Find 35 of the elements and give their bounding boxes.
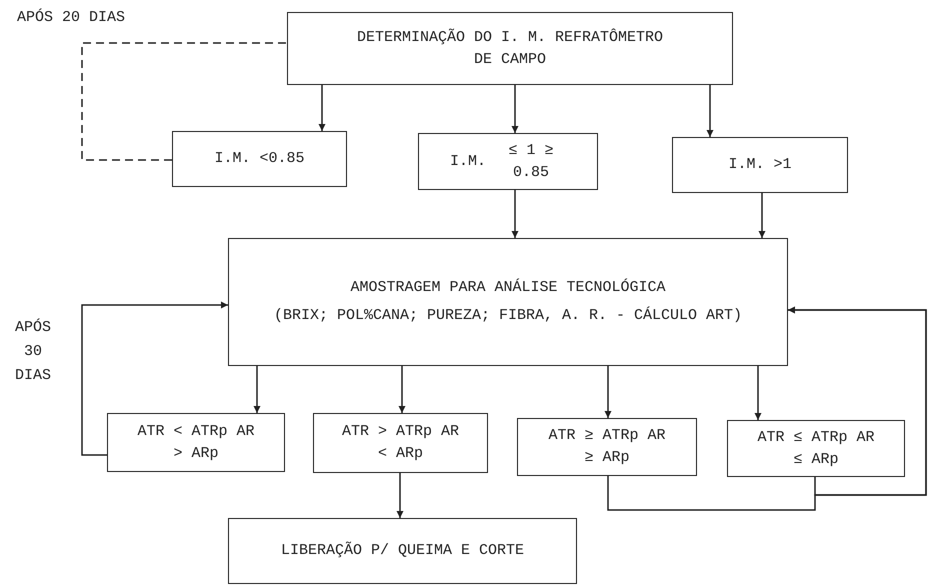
- process-box: [287, 12, 733, 85]
- condition-box: [107, 413, 285, 472]
- box-text: ATR ≤ ATRp AR ≤ ARp: [756, 428, 876, 470]
- arrow: [758, 193, 766, 238]
- condition-box: [727, 420, 905, 477]
- box-subtext: ≤ 1 ≥ 0.85: [507, 140, 554, 182]
- arrow: [512, 190, 518, 238]
- box-text: DETERMINAÇÃO DO I. M. REFRATÔMETRO DE CAMPO: [356, 28, 664, 70]
- arrow: [788, 306, 927, 496]
- box-text: AMOSTRAGEM PARA ANÁLISE TECNOLÓGICA: [350, 278, 666, 298]
- box-text: I.M. >1: [728, 155, 792, 176]
- condition-box: [172, 131, 347, 187]
- box-text: ATR > ATRp AR < ARp: [340, 422, 460, 464]
- condition-box: [418, 133, 598, 190]
- box-text: ATR ≥ ATRp AR ≥ ARp: [547, 426, 667, 468]
- process-box: [228, 238, 788, 366]
- condition-box: [313, 413, 488, 473]
- box-text: LIBERAÇÃO P/ QUEIMA E CORTE: [280, 540, 526, 562]
- arrow: [318, 85, 326, 131]
- arrow: [512, 85, 518, 133]
- condition-box: [517, 418, 697, 476]
- arrow: [81, 302, 228, 456]
- arrow: [706, 85, 714, 137]
- arrow: [754, 366, 762, 420]
- arrow: [398, 366, 406, 413]
- arrow: [254, 366, 260, 413]
- dashed-connector: [81, 42, 287, 161]
- box-subtext: (BRIX; POL%CANA; PUREZA; FIBRA, A. R. - CÁLCULO ART): [273, 306, 743, 326]
- arrow: [396, 473, 404, 518]
- process-box: [228, 518, 577, 584]
- box-text: I.M. <0.85: [214, 149, 304, 170]
- arrow: [604, 366, 612, 418]
- condition-box: [672, 137, 848, 193]
- box-text: ATR < ATRp AR > ARp: [136, 422, 256, 464]
- box-text: I.M.: [450, 152, 486, 172]
